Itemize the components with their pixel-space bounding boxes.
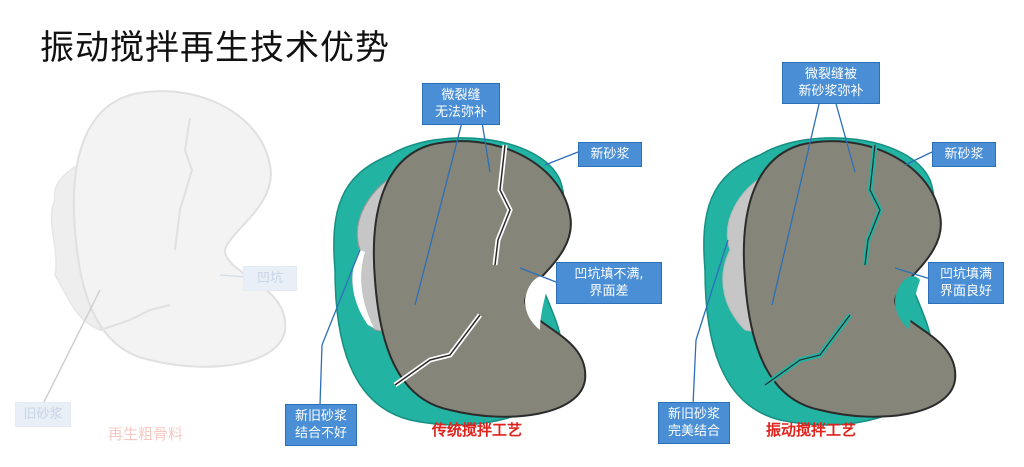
pit-label: 凹坑填不满, 界面差 bbox=[556, 262, 662, 304]
new-mortar-label: 新砂浆 bbox=[932, 142, 996, 167]
vibration-leader-lines bbox=[692, 99, 941, 406]
traditional-leader-lines bbox=[319, 121, 579, 406]
vibration-mix-figure bbox=[703, 137, 957, 426]
crack-label: 微裂缝被 新砂浆弥补 bbox=[782, 62, 880, 104]
pit-label: 凹坑填满 界面良好 bbox=[928, 262, 1004, 304]
traditional-mix-figure bbox=[333, 137, 587, 426]
interface-label: 新旧砂浆 完美结合 bbox=[658, 402, 730, 444]
page-title: 振动搅拌再生技术优势 bbox=[40, 28, 390, 68]
vibration-mix-caption: 振动搅拌工艺 bbox=[766, 421, 857, 439]
old-mortar-label: 旧砂浆 bbox=[15, 402, 71, 427]
interface-label: 新旧砂浆 结合不好 bbox=[285, 404, 357, 446]
pit-label: 凹坑 bbox=[243, 266, 297, 291]
recycled-aggregate-caption: 再生粗骨料 bbox=[108, 425, 184, 443]
new-mortar-label: 新砂浆 bbox=[578, 142, 642, 167]
traditional-mix-caption: 传统搅拌工艺 bbox=[432, 421, 523, 439]
crack-label: 微裂缝 无法弥补 bbox=[422, 83, 500, 125]
recycled-aggregate-figure bbox=[50, 90, 287, 368]
